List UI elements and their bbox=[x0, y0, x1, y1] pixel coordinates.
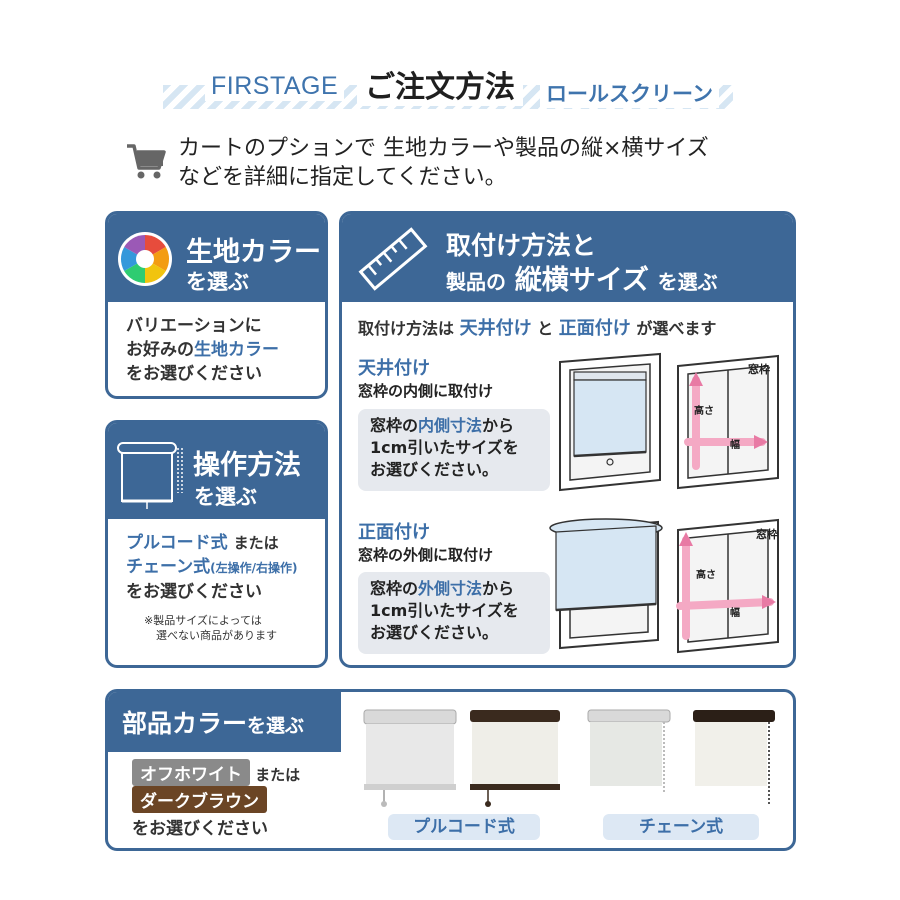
operation-line-2: チェーン式(左操作/右操作) bbox=[126, 555, 298, 580]
operation-line-1: プルコード式 または bbox=[126, 531, 298, 555]
front-mount-name: 正面付け bbox=[358, 522, 430, 543]
ceiling-mount-name: 天井付け bbox=[358, 358, 430, 379]
intro-line-1: カートのプションで 生地カラーや製品の縦×横サイズ bbox=[178, 136, 709, 161]
chain-tag: チェーン式 bbox=[603, 814, 759, 840]
parts-color-title: 部品カラーを選ぶ bbox=[122, 704, 304, 740]
front-mount-illustration bbox=[549, 518, 663, 650]
fabric-color-line-3: をお選びください bbox=[126, 364, 262, 384]
fabric-color-title: 生地カラー bbox=[186, 237, 321, 268]
roller-blind-icon bbox=[117, 442, 183, 509]
mounting-title-line-2: 製品の 縦横サイズ を選ぶ bbox=[446, 258, 718, 297]
operation-header: 操作方法 を選ぶ bbox=[108, 423, 325, 519]
product-name: ロールスクリーン bbox=[540, 78, 719, 108]
front-box-highlight: 外側寸法 bbox=[418, 579, 483, 598]
ceiling-frame-label: 窓枠 bbox=[748, 363, 770, 376]
operation-line-3: をお選びください bbox=[126, 582, 262, 602]
front-box-line-2: 1cm引いたサイズを bbox=[370, 601, 519, 620]
ceiling-width-label: 幅 bbox=[730, 440, 740, 451]
operation-or-text: または bbox=[233, 534, 279, 552]
mounting-lead-ceiling: 天井付け bbox=[459, 318, 532, 339]
parts-color-panel: 部品カラーを選ぶ オフホワイト または ダークブラウン をお選びください プルコ… bbox=[105, 689, 796, 851]
mounting-lead-a: 取付け方法は bbox=[358, 319, 455, 338]
off-white-pill: オフホワイト bbox=[132, 759, 250, 786]
chain-label: チェーン式 bbox=[126, 557, 211, 577]
mounting-panel: 取付け方法と 製品の 縦横サイズ を選ぶ 取付け方法は 天井付け と 正面付け … bbox=[339, 211, 796, 668]
ceiling-box-highlight: 内側寸法 bbox=[418, 416, 483, 435]
color-wheel-icon bbox=[118, 232, 172, 286]
ceiling-box-line-3: お選びください。 bbox=[370, 460, 499, 479]
ceiling-box-c: から bbox=[482, 416, 515, 435]
mounting-lead: 取付け方法は 天井付け と 正面付け が選べます bbox=[358, 314, 716, 340]
front-box-c: から bbox=[482, 579, 515, 598]
ceiling-box-a: 窓枠の bbox=[370, 416, 419, 435]
chain-white-photo bbox=[587, 709, 671, 792]
fabric-color-subtitle: を選ぶ bbox=[186, 270, 249, 294]
brand-logo: FIRSTAGE bbox=[205, 72, 345, 101]
mounting-lead-e: が選べます bbox=[636, 319, 717, 338]
pull-cord-label: プルコード式 bbox=[126, 533, 228, 553]
fabric-color-highlight: 生地カラー bbox=[194, 340, 279, 360]
ceiling-inside-measure-diagram bbox=[677, 354, 779, 490]
front-box-line-1: 窓枠の外側寸法から bbox=[370, 578, 538, 600]
fabric-color-line-2-pre: お好みの bbox=[126, 340, 194, 360]
dark-brown-pill: ダークブラウン bbox=[132, 786, 267, 813]
fabric-color-line-1: バリエーションに bbox=[126, 316, 262, 336]
fabric-color-description: バリエーションに お好みの生地カラー をお選びください bbox=[126, 314, 279, 386]
front-width-label: 幅 bbox=[730, 608, 740, 619]
parts-title-a: 部品カラー bbox=[122, 709, 248, 738]
fabric-color-panel: 生地カラー を選ぶ バリエーションに お好みの生地カラー をお選びください bbox=[105, 211, 328, 399]
parts-title-b: を選ぶ bbox=[247, 715, 305, 737]
operation-panel: 操作方法 を選ぶ プルコード式 または チェーン式(左操作/右操作) をお選びく… bbox=[105, 420, 328, 668]
front-box-a: 窓枠の bbox=[370, 579, 419, 598]
front-outside-measure-diagram bbox=[676, 518, 779, 654]
ceiling-box-line-2: 1cm引いたサイズを bbox=[370, 438, 519, 457]
operation-title: 操作方法 bbox=[193, 450, 301, 481]
mounting-header: 取付け方法と 製品の 縦横サイズ を選ぶ bbox=[342, 214, 793, 302]
ceiling-mount-illustration bbox=[559, 352, 661, 492]
front-frame-label: 窓枠 bbox=[756, 528, 778, 541]
parts-option-row-2: ダークブラウン bbox=[132, 786, 267, 813]
mounting-lead-front: 正面付け bbox=[558, 318, 631, 339]
chain-brown-photo bbox=[693, 710, 775, 804]
ceiling-size-box: 窓枠の内側寸法から 1cm引いたサイズを お選びください。 bbox=[358, 409, 550, 491]
operation-note-line-2: 選べない商品があります bbox=[156, 629, 277, 642]
fabric-color-line-2: お好みの生地カラー bbox=[126, 338, 279, 362]
front-mount-desc: 窓枠の外側に取付け bbox=[358, 546, 494, 564]
pull-cord-tag: プルコード式 bbox=[388, 814, 540, 840]
parts-color-header: 部品カラーを選ぶ bbox=[108, 692, 341, 752]
operation-description: プルコード式 または チェーン式(左操作/右操作) をお選びください bbox=[126, 531, 298, 604]
operation-note: ※製品サイズによっては 選べない商品があります bbox=[144, 613, 277, 643]
operation-subtitle: を選ぶ bbox=[194, 485, 257, 509]
chain-note: (左操作/右操作) bbox=[210, 561, 298, 575]
mounting-title-a: 製品の bbox=[446, 270, 506, 294]
intro-text: カートのプションで 生地カラーや製品の縦×横サイズ などを詳細に指定してください… bbox=[178, 134, 709, 192]
mounting-title-line-1: 取付け方法と bbox=[446, 231, 597, 260]
cart-icon bbox=[127, 144, 166, 179]
operation-note-line-1: ※製品サイズによっては bbox=[144, 614, 262, 627]
mounting-title-c: を選ぶ bbox=[657, 270, 718, 294]
page-title: ご注文方法 bbox=[357, 62, 523, 106]
parts-or-text: または bbox=[255, 766, 301, 784]
mounting-lead-c: と bbox=[537, 319, 554, 338]
parts-choose-text: をお選びください bbox=[132, 819, 268, 839]
parts-option-row-1: オフホワイト または bbox=[132, 759, 300, 786]
ceiling-mount-desc: 窓枠の内側に取付け bbox=[358, 382, 494, 400]
intro-line-2: などを詳細に指定してください。 bbox=[178, 165, 507, 190]
front-height-label: 高さ bbox=[696, 570, 716, 581]
ceiling-height-label: 高さ bbox=[694, 406, 714, 417]
fabric-color-header: 生地カラー を選ぶ bbox=[108, 214, 325, 302]
front-box-line-3: お選びください。 bbox=[370, 623, 499, 642]
front-size-box: 窓枠の外側寸法から 1cm引いたサイズを お選びください。 bbox=[358, 572, 550, 654]
ceiling-box-line-1: 窓枠の内側寸法から bbox=[370, 415, 538, 437]
mounting-title-b: 縦横サイズ bbox=[514, 265, 649, 296]
ruler-icon bbox=[358, 227, 428, 291]
pull-cord-brown-photo bbox=[470, 710, 560, 807]
pull-cord-white-photo bbox=[363, 709, 457, 807]
